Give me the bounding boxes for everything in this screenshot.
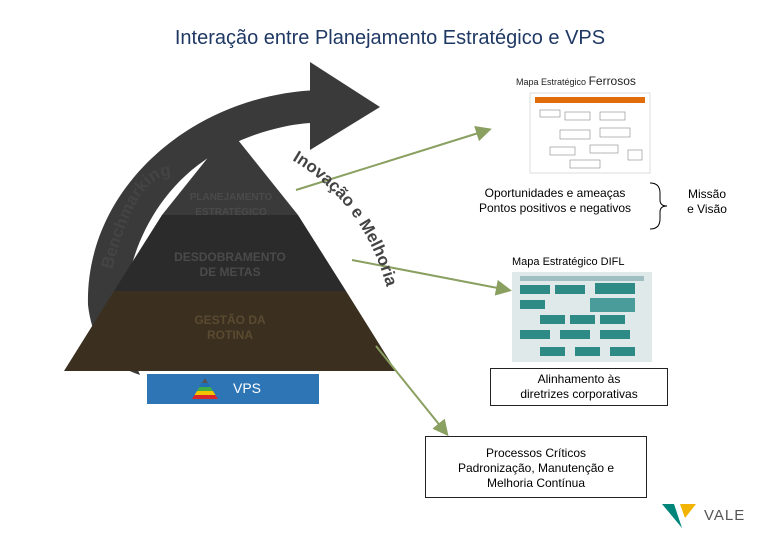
cycle-arrow-head <box>310 62 380 150</box>
alinhamento-line2: diretrizes corporativas <box>520 387 638 401</box>
arrow-to-processos <box>375 345 449 437</box>
vps-pyramid-icon <box>192 378 218 399</box>
mapa-difl-thumbnail <box>512 272 652 362</box>
missao-line1: Missão <box>687 187 726 201</box>
pyramid-middle-label: DESDOBRAMENTO DE METAS <box>174 250 286 279</box>
mapa-difl-label: Mapa Estratégico DIFL <box>512 256 625 268</box>
vale-logo-text: VALE <box>704 507 746 524</box>
pyramid-bottom-label: GESTÃO DA ROTINA <box>194 313 266 342</box>
processos-box: Processos Críticos Padronização, Manuten… <box>425 436 647 498</box>
processos-line3: Melhoria Contínua <box>486 476 586 490</box>
pyramid-top <box>162 130 298 215</box>
pyramid-middle <box>114 215 346 291</box>
vps-bar: VPS <box>147 374 319 404</box>
missao-line2: e Visão <box>687 202 727 216</box>
mapa-ferrosos-suffix: Ferrosos <box>588 74 636 88</box>
vps-label: VPS <box>233 380 262 396</box>
mapa-ferrosos-prefix: Mapa Estratégico <box>516 77 587 87</box>
pyramid-bottom <box>64 291 396 371</box>
page-title: Interação entre Planejamento Estratégico… <box>174 27 606 49</box>
alinhamento-line1: Alinhamento às <box>537 372 621 386</box>
arrow-to-mapa-ferrosos <box>295 125 492 191</box>
oportunidades-text: Oportunidades e ameaças Pontos positivos… <box>452 186 658 216</box>
brace <box>649 182 668 230</box>
arrow-to-mapa-difl <box>351 259 512 296</box>
alinhamento-box: Alinhamento às diretrizes corporativas <box>490 368 668 406</box>
oportunidades-line2: Pontos positivos e negativos <box>478 201 632 215</box>
oportunidades-line1: Oportunidades e ameaças <box>484 186 626 200</box>
mapa-ferrosos-thumbnail <box>529 92 651 174</box>
vale-logo-mark <box>662 504 696 528</box>
processos-line2: Padronização, Manutenção e <box>457 461 615 475</box>
pyramid-top-label: PLANEJAMENTO ESTRATÉGICO <box>189 192 273 218</box>
missao-text: Missão e Visão <box>672 187 742 217</box>
mapa-ferrosos-label: Mapa Estratégico Ferrosos <box>516 74 636 88</box>
vale-logo: VALE <box>660 498 750 534</box>
processos-line1: Processos Críticos <box>485 446 587 460</box>
